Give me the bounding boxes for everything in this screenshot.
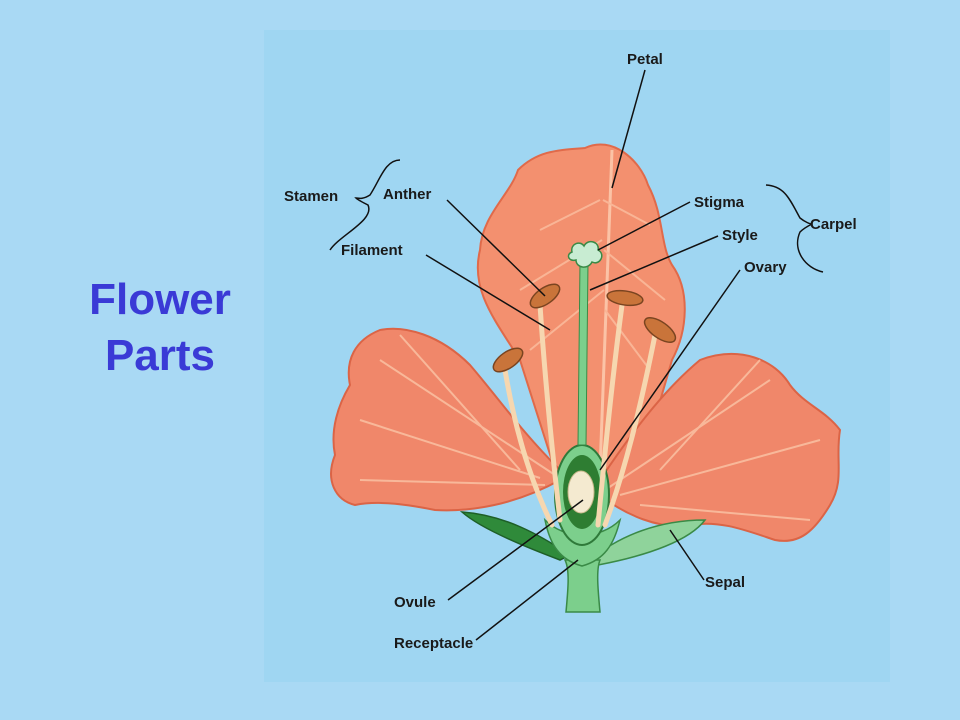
anther-3 [606, 289, 644, 307]
leader-lines [425, 69, 741, 641]
anther-2 [492, 347, 524, 373]
left-petal [330, 327, 561, 512]
leader-stigma [597, 201, 691, 251]
slide-title-line-1: Flower [89, 275, 231, 324]
leader-style [589, 235, 719, 291]
sepal-right [588, 519, 707, 566]
carpel-bracket [765, 184, 824, 273]
style [577, 261, 589, 446]
stem [563, 559, 602, 613]
leader-filament [425, 254, 551, 331]
leader-petal [611, 69, 646, 189]
anther-4 [643, 317, 677, 343]
filaments [502, 302, 658, 528]
label-receptacle: Receptacle [394, 635, 473, 652]
label-petal: Petal [627, 51, 663, 68]
label-carpel: Carpel [810, 216, 857, 233]
label-ovary: Ovary [744, 259, 787, 276]
label-ovule: Ovule [394, 594, 436, 611]
label-sepal: Sepal [705, 574, 745, 591]
label-anther: Anther [383, 186, 431, 203]
ovule [567, 470, 595, 514]
leader-receptacle [475, 559, 579, 641]
sepal-left [459, 511, 572, 561]
leader-sepal [669, 529, 705, 581]
label-stamen: Stamen [284, 188, 338, 205]
slide-title-line-2: Parts [104, 331, 216, 380]
stamen-bracket [329, 159, 401, 251]
slide-title: Flower Parts [62, 272, 258, 384]
label-style: Style [722, 227, 758, 244]
stigma [567, 240, 603, 268]
label-stigma: Stigma [694, 194, 745, 211]
label-filament: Filament [341, 242, 403, 259]
leader-ovule [447, 499, 584, 601]
leader-anther [446, 199, 546, 297]
leader-ovary [599, 269, 741, 471]
